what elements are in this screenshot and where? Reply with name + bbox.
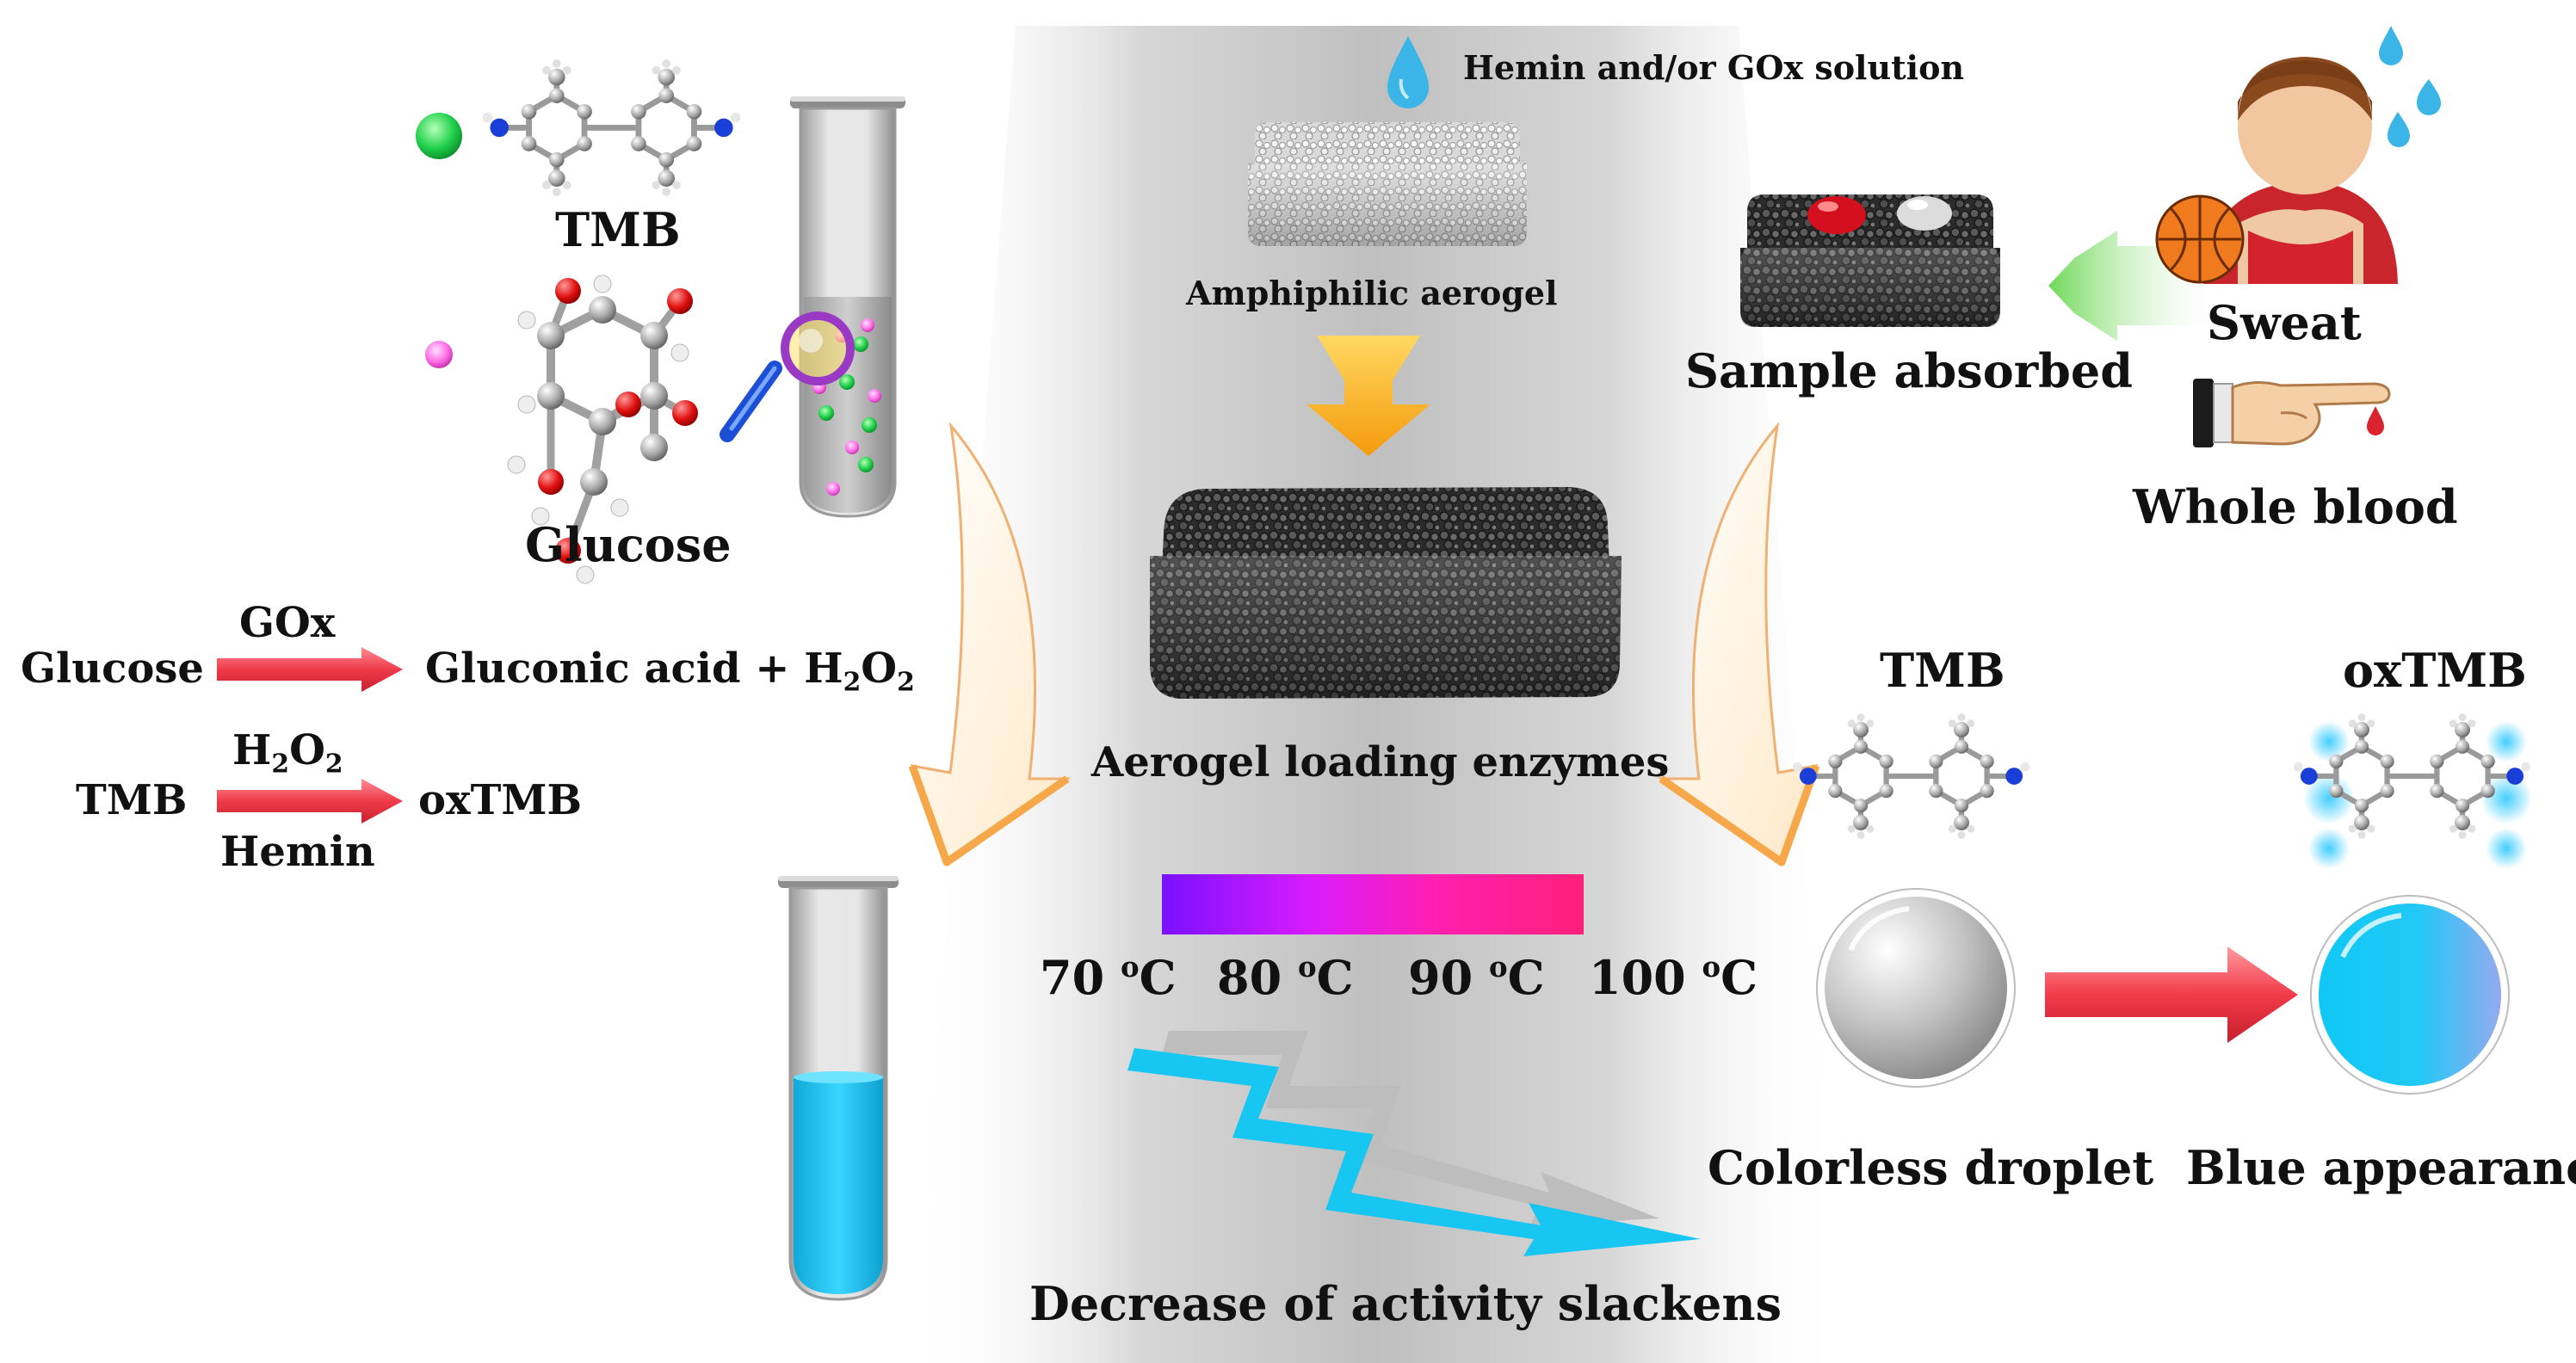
temp-100-degree: o [1702,951,1721,984]
water-drop-icon [1387,36,1429,108]
r2-oxidant: H2O2 [232,730,343,777]
temp-100-unit: C [1720,950,1758,1006]
temp-tick-70: 70 oC [1040,953,1177,1001]
r1-catalyst: GOx [239,599,336,647]
colorless-droplet-label: Colorless droplet [1708,1140,2154,1195]
temp-70-value: 70 [1040,950,1121,1006]
tmb-molecule-icon [482,59,741,196]
blue-appearance-label: Blue appearance [2186,1140,2576,1195]
r1-product-sub-1: 2 [843,667,862,698]
temperature-gradient-bar [1162,874,1584,934]
blue-droplet-icon [2310,895,2510,1095]
oxtmb-glow [2303,721,2532,869]
down-arrow-icon [1307,336,1430,456]
lightning-arrow-icon [1127,1031,1701,1256]
r1-product-part-a: Gluconic acid + H [425,644,843,693]
r2-product: oxTMB [418,776,583,824]
temp-90-degree: o [1488,951,1508,984]
sweat-label: Sweat [2207,295,2362,350]
r2-catalyst: Hemin [220,828,375,876]
solution-label: Hemin and/or GOx solution [1463,48,1965,87]
finger-prick-icon [2193,379,2391,447]
blue-test-tube-icon [778,876,899,1301]
r1-product-sub-2: 2 [897,667,915,698]
glucose-label-top: Glucose [525,517,732,572]
trend-label: Decrease of activity slackens [1029,1276,1782,1331]
temp-90-value: 90 [1408,950,1489,1006]
temp-70-degree: o [1120,951,1140,984]
temp-100-value: 100 [1589,950,1702,1006]
r1-product-part-b: O [861,644,898,693]
reaction-arrow-2 [217,779,403,823]
temp-tick-90: 90 oC [1408,953,1545,1001]
aerogel-label: Amphiphilic aerogel [1186,274,1558,312]
sample-absorbed-icon [1740,194,2000,327]
tmb-label-right: TMB [1880,643,2005,698]
r2-reactant: TMB [76,776,188,824]
reaction-arrow-1 [217,647,403,692]
tmb-label-top: TMB [555,202,681,257]
colorless-droplet-icon [1816,888,2016,1088]
basketball-icon [2155,194,2245,284]
loaded-aerogel-icon [1150,487,1622,699]
temp-tick-80: 80 oC [1217,953,1354,1001]
whole-blood-label: Whole blood [2133,479,2458,534]
curved-arrow-left [908,422,1072,867]
r2-oxidant-part-b: O [289,726,325,774]
temp-80-degree: o [1297,951,1317,984]
r2-oxidant-sub-1: 2 [271,749,290,780]
sample-absorbed-label: Sample absorbed [1685,343,2134,398]
oxtmb-label-right: oxTMB [2343,643,2527,698]
tmb-molecule-right-icon [1792,713,2030,839]
pink-ball-icon [425,341,453,368]
loaded-aerogel-label: Aerogel loading enzymes [1091,738,1670,786]
r1-product: Gluconic acid + H2O2 [425,648,915,695]
red-process-arrow [2045,947,2298,1043]
temp-tick-100: 100 oC [1589,953,1757,1001]
temp-80-unit: C [1316,950,1354,1006]
r2-oxidant-sub-2: 2 [324,749,343,780]
amphiphilic-aerogel-icon [1248,122,1527,246]
temp-70-unit: C [1139,950,1177,1006]
r1-reactant: Glucose [21,644,204,693]
temp-90-unit: C [1507,950,1545,1006]
test-tube-icon [790,96,905,518]
athlete-icon [2203,57,2398,284]
r2-oxidant-part-a: H [232,726,272,774]
magnifier-icon [720,311,855,442]
oxtmb-molecule-icon [2293,713,2531,839]
green-ball-icon [416,113,462,159]
curved-arrow-right [1657,422,1820,867]
glucose-molecule-icon [507,274,698,584]
sweat-drops-icon [2379,26,2441,147]
temp-80-value: 80 [1217,950,1298,1006]
